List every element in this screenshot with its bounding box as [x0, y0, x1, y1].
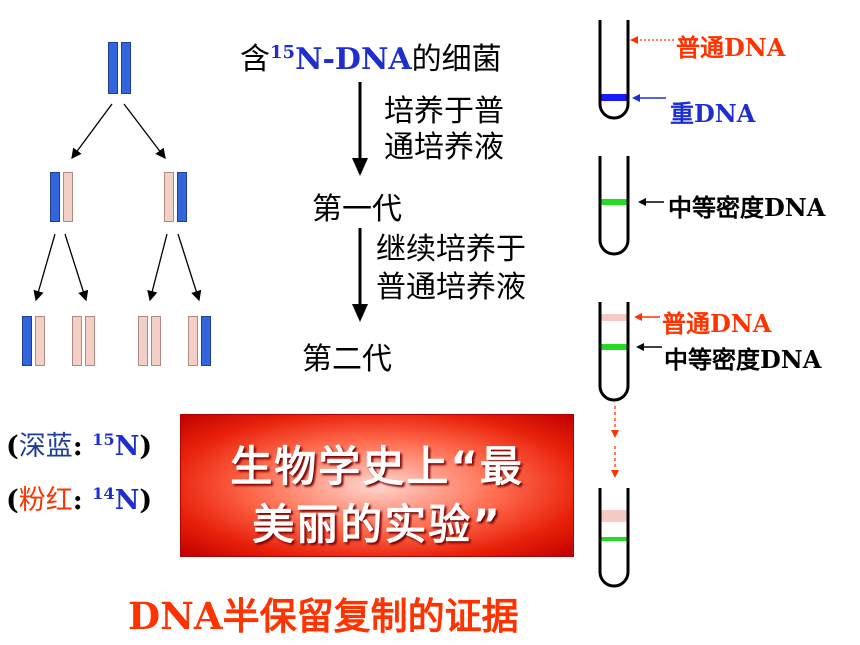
- strand-light: [85, 316, 95, 366]
- strand-light: [188, 316, 198, 366]
- dna-gen2-light-2: [72, 316, 95, 366]
- band-medium: [601, 537, 627, 541]
- arrow-line: [147, 233, 168, 302]
- flow-arrow-1: [352, 82, 368, 176]
- banner-line2: 美丽的实验”: [252, 500, 502, 549]
- arrow-down-icon: [611, 430, 619, 438]
- strand-light: [138, 316, 148, 366]
- strand-light: [151, 316, 161, 366]
- dna-gen2-light-3: [138, 316, 161, 366]
- arrow-line: [177, 233, 202, 302]
- dna-gen2-hybrid-4: [188, 316, 211, 366]
- arrow-left-icon: [632, 94, 640, 102]
- tube2-label-medium: 中等密度DNA: [668, 193, 826, 222]
- flow-arrow-2: [352, 228, 368, 322]
- start-isotope-sup: 15: [270, 42, 296, 63]
- tube1-label-normal: 普通DNA: [676, 33, 786, 62]
- start-prefix: 含: [240, 42, 270, 77]
- strand-heavy: [22, 316, 32, 366]
- step1-line2: 通培养液: [384, 130, 504, 165]
- band-light: [601, 314, 627, 321]
- start-suffix: 的细菌: [411, 42, 502, 77]
- start-dna-text: N-DNA: [295, 42, 412, 77]
- legend-pink-sup: 14: [92, 484, 115, 503]
- legend-open-paren: (: [6, 485, 19, 516]
- tubes-svg: [598, 20, 674, 588]
- band-light: [601, 510, 627, 522]
- arrow-left-icon: [636, 343, 644, 351]
- test-tube-icon: [598, 20, 630, 120]
- legend-colon: :: [72, 485, 83, 516]
- strand-heavy: [50, 172, 60, 222]
- dna-gen1-hybrid-left: [50, 172, 73, 222]
- legend-open-paren: (: [6, 431, 19, 462]
- strand-heavy: [201, 316, 211, 366]
- legend-light: (粉红: 14N): [6, 478, 152, 517]
- caption: DNA半保留复制的证据: [128, 594, 519, 638]
- tree-arrows: [33, 103, 202, 302]
- test-tube-icon: [598, 156, 630, 256]
- dna-gen1-hybrid-right: [164, 172, 187, 222]
- arrow-line: [123, 103, 166, 160]
- legend-dark-label: 深蓝: [18, 431, 73, 462]
- test-tube-icon: [598, 302, 630, 402]
- tube3-label-normal: 普通DNA: [662, 309, 772, 338]
- step2-line1: 继续培养于: [376, 232, 526, 267]
- test-tube-icon: [598, 488, 630, 588]
- gen1-label: 第一代: [312, 192, 402, 227]
- arrow-line: [33, 233, 56, 302]
- arrow-left-icon: [638, 198, 646, 206]
- arrow-left-icon: [630, 36, 638, 44]
- strand-light: [63, 172, 73, 222]
- step1-line1: 培养于普: [384, 94, 504, 129]
- arrow-down-icon: [611, 470, 619, 478]
- legend-pink-label: 粉红: [18, 485, 73, 516]
- strand-heavy: [121, 42, 131, 94]
- band-heavy: [601, 94, 627, 101]
- gen2-label: 第二代: [302, 342, 392, 377]
- legend-element: N: [114, 485, 140, 516]
- experiment-banner: 生物学史上“最 美丽的实验”: [180, 414, 574, 557]
- start-label: 含15N-DNA的细菌: [240, 34, 502, 78]
- legend-heavy: (深蓝: 15N): [6, 424, 152, 463]
- dna-gen2-hybrid-1: [22, 316, 45, 366]
- tube1-label-heavy: 重DNA: [670, 99, 756, 128]
- band-medium: [601, 344, 627, 350]
- strand-light: [72, 316, 82, 366]
- tube3-label-medium: 中等密度DNA: [664, 345, 822, 374]
- legend-close-paren: ): [139, 431, 153, 462]
- band-medium: [601, 199, 627, 205]
- arrow-line: [71, 103, 113, 160]
- step2-line2: 普通培养液: [376, 270, 526, 305]
- legend-close-paren: ): [139, 485, 153, 516]
- strand-heavy: [177, 172, 187, 222]
- arrow-left-icon: [634, 313, 642, 321]
- strand-heavy: [108, 42, 118, 94]
- arrow-line: [64, 233, 89, 302]
- banner-line1: 生物学史上“最: [230, 442, 524, 491]
- strand-light: [164, 172, 174, 222]
- legend-colon: :: [72, 431, 83, 462]
- dna-parent-heavy-heavy: [108, 42, 131, 94]
- legend-dark-sup: 15: [92, 430, 115, 449]
- legend-element: N: [114, 431, 140, 462]
- strand-light: [35, 316, 45, 366]
